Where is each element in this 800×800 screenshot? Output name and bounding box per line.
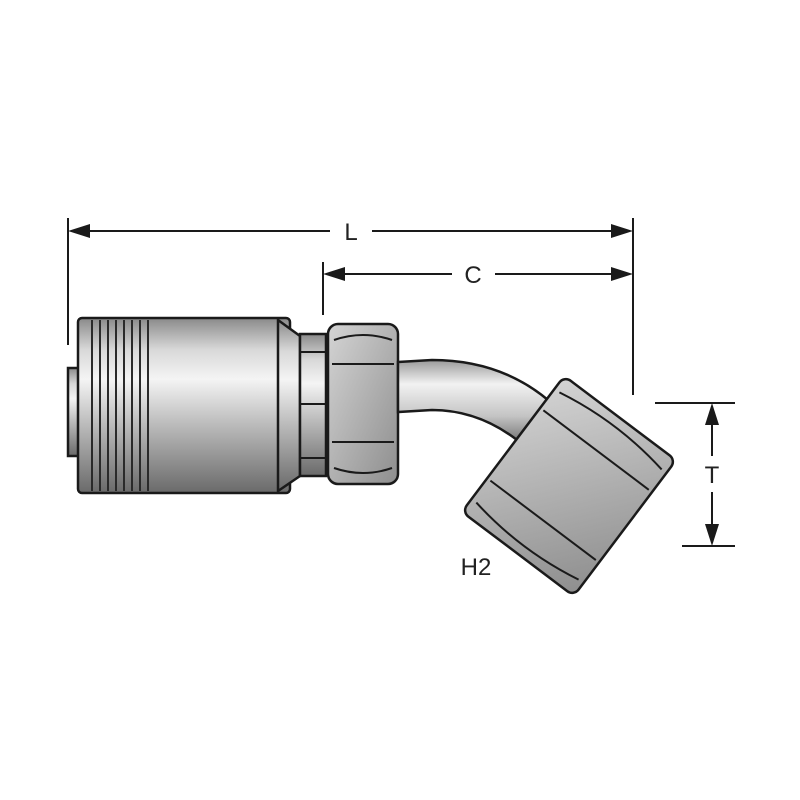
t-arrowhead-bottom xyxy=(705,524,719,546)
c-arrowhead-left xyxy=(323,267,345,281)
l-arrowhead-left xyxy=(68,224,90,238)
hex-nut-swivel xyxy=(463,377,675,595)
hex-nut-chamfer-top xyxy=(333,334,393,341)
socket-body xyxy=(76,316,292,495)
t-label: T xyxy=(705,462,720,489)
socket-ferrule xyxy=(76,316,302,495)
h2-label: H2 xyxy=(461,554,492,581)
hex-nut-chamfer-bottom xyxy=(333,467,393,474)
dimension-l: L xyxy=(67,218,634,395)
socket-taper xyxy=(276,317,302,494)
c-label: C xyxy=(464,262,481,289)
c-arrowhead-right xyxy=(611,267,633,281)
swivel-nut-flat-bottom xyxy=(489,479,597,561)
socket-grooves xyxy=(91,320,149,491)
swivel-nut-flat-top xyxy=(542,409,650,491)
hex-nut-body xyxy=(326,322,400,486)
swivel-nut-chamfer-bottom xyxy=(475,501,580,581)
swivel-nut-chamfer-top xyxy=(558,391,663,471)
l-label: L xyxy=(344,219,357,246)
t-arrowhead-top xyxy=(705,403,719,425)
l-arrowhead-right xyxy=(611,224,633,238)
dimension-c: C xyxy=(322,262,633,315)
dimension-t: T xyxy=(655,402,735,547)
hex-nut-fixed xyxy=(326,322,400,486)
